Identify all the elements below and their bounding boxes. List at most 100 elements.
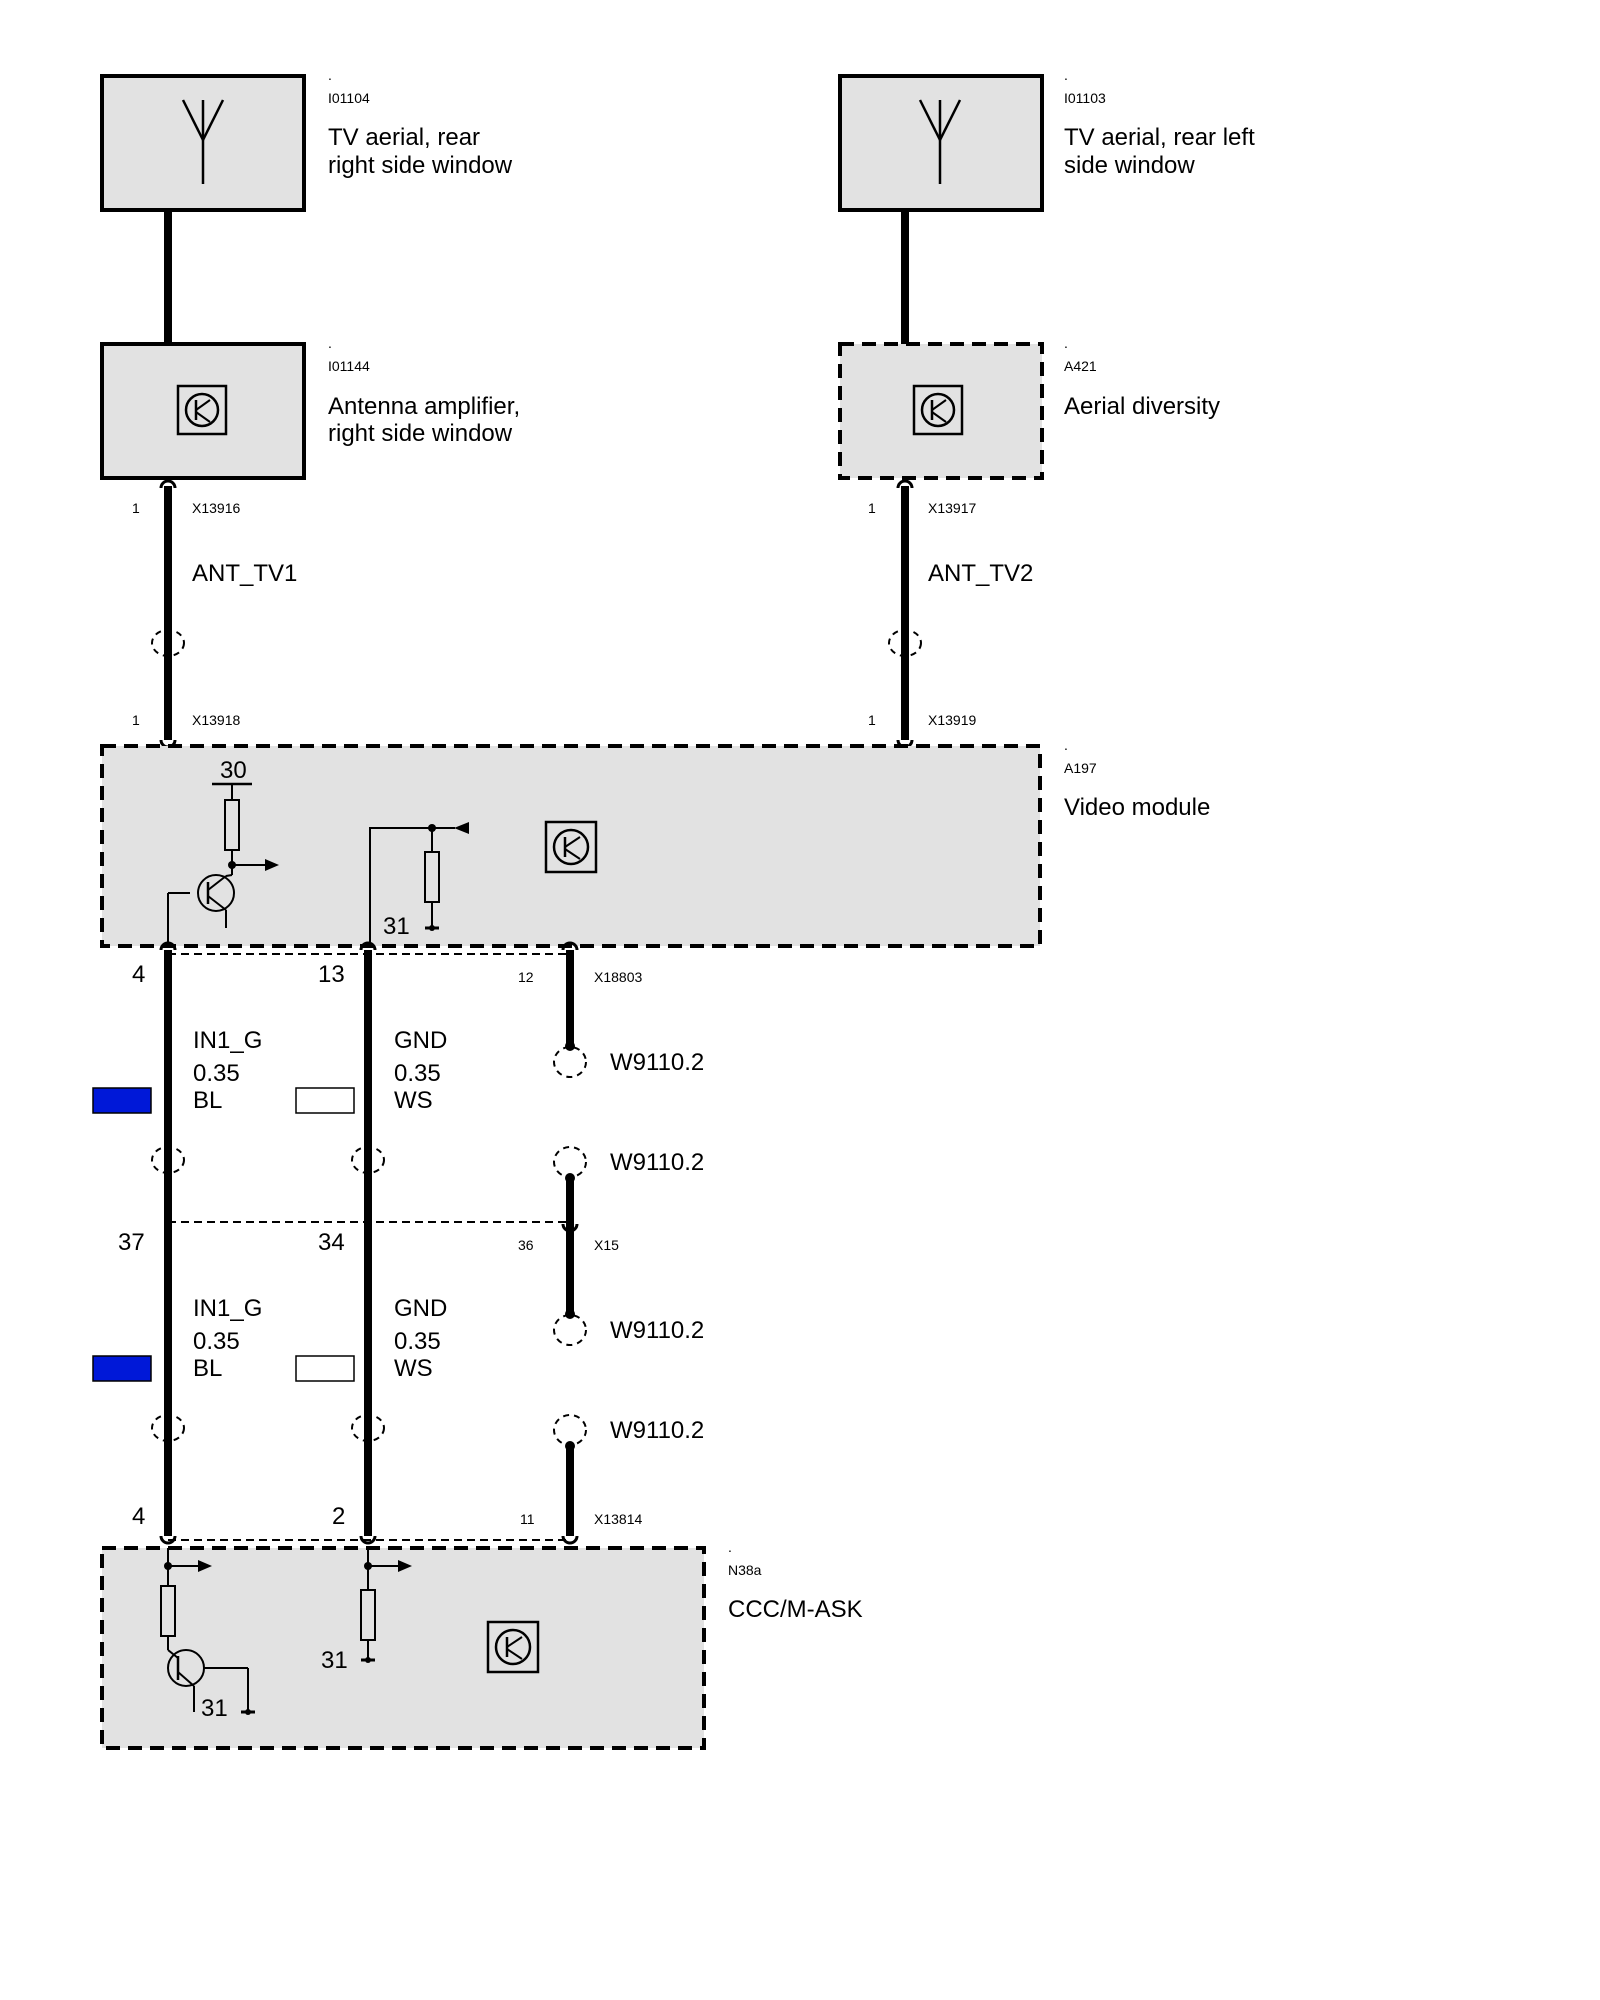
control-unit-icon [486,1620,540,1674]
upper-gnd-color: WS [394,1087,433,1114]
aerial-left-dot: . [1064,67,1068,83]
shield-label-3: W9110.2 [610,1317,704,1344]
ccc-name: CCC/M-ASK [728,1596,863,1623]
ccc-box[interactable] [100,1546,706,1750]
x13918-id: X13918 [192,712,240,728]
ccc-terminal-31-b: 31 [321,1647,348,1674]
aerial-left-name-line2: side window [1064,152,1195,179]
aerial-right-name-line1: TV aerial, rear [328,124,480,151]
amplifier-name-line2: right side window [328,420,513,447]
shield-break [351,1146,385,1174]
x13919-pin: 1 [868,712,876,728]
upper-in-color: BL [193,1087,222,1114]
wire-color-swatch-white [295,1087,355,1114]
lower-in-color: BL [193,1355,222,1382]
upper-gnd-signal: GND [394,1027,447,1054]
control-unit-icon [176,384,228,436]
lower-gnd-color: WS [394,1355,433,1382]
x13814-pin-c: 11 [520,1511,535,1527]
pin-arc [896,479,914,489]
x15-pin-c: 36 [518,1237,534,1253]
component-aerial-right: . I01104 TV aerial, rear right side wind… [100,67,513,212]
wire-ant-tv1-label: ANT_TV1 [192,560,297,587]
wire-label-lower-gnd: GND 0.35 WS [295,1295,447,1382]
upper-in-signal: IN1_G [193,1027,262,1054]
pin-arc [159,479,177,489]
ccc-dot: . [728,1539,732,1555]
video-module-terminal-31: 31 [383,913,410,940]
component-amplifier: . I01144 Antenna amplifier, right side w… [100,335,520,480]
x18803-pin-c: 12 [518,969,534,985]
shield-break [351,1414,385,1442]
antenna-icon [918,99,962,184]
diversity-id: A421 [1064,358,1097,374]
connector-x18803: 4 13 12 X18803 [132,953,642,988]
ground-dot [429,925,435,931]
shield-break [151,1146,185,1174]
x13814-pin-a: 4 [132,1503,145,1530]
wire-in1-g-column [151,941,185,1545]
video-module-circuit [167,782,469,946]
lower-in-signal: IN1_G [193,1295,262,1322]
diversity-dot: . [1064,335,1068,351]
x13916-pin: 1 [132,500,140,516]
aerial-left-id: I01103 [1064,90,1106,106]
wire-color-swatch-white [295,1355,355,1382]
x13917-pin: 1 [868,500,876,516]
x15-pin-a: 37 [118,1229,145,1256]
junction-dot [228,861,236,869]
diversity-name: Aerial diversity [1064,393,1220,420]
x13917-id: X13917 [928,500,976,516]
x15-pin-b: 34 [318,1229,345,1256]
component-diversity: . A421 Aerial diversity [838,335,1220,480]
aerial-left-name-line1: TV aerial, rear left [1064,124,1255,151]
wire-ant-tv2-label: ANT_TV2 [928,560,1033,587]
component-ccc: 31 31 . N38a CCC/M-ASK [100,1539,863,1750]
arrow-icon [398,1560,412,1572]
aerial-right-dot: . [328,67,332,83]
component-video-module: 30 31 . A197 Video module [100,737,1210,948]
ccc-id: N38a [728,1562,762,1578]
wire-label-upper-gnd: GND 0.35 WS [295,1027,447,1114]
junction-dot [364,1562,372,1570]
x13918-pin: 1 [132,712,140,728]
ground-dot [245,1709,251,1715]
wire-ant-tv2-group: 1 X13917 ANT_TV2 1 X13919 [868,479,1033,749]
video-module-dot: . [1064,737,1068,753]
shield-label-2: W9110.2 [610,1149,704,1176]
wire-label-lower-in1: IN1_G 0.35 BL [92,1295,262,1382]
junction-dot [428,824,436,832]
connector-x13814: 4 2 11 X13814 [132,1503,642,1541]
x15-id: X15 [594,1237,619,1253]
wire-color-swatch-blue [92,1355,152,1382]
control-unit-icon [912,384,964,436]
shield-end [553,1046,587,1078]
shield-wire-column: W9110.2 W9110.2 W9110.2 W9110.2 [553,941,704,1545]
amplifier-name-line1: Antenna amplifier, [328,393,520,420]
lower-in-gauge: 0.35 [193,1328,240,1355]
lower-gnd-gauge: 0.35 [394,1328,441,1355]
x18803-id: X18803 [594,969,642,985]
ccc-terminal-31-a: 31 [201,1695,228,1722]
video-module-box[interactable] [100,744,1042,948]
shield-end [553,1414,587,1446]
shield-label-1: W9110.2 [610,1049,704,1076]
video-module-terminal-30: 30 [220,757,247,784]
video-module-name: Video module [1064,794,1210,821]
amplifier-dot: . [328,335,332,351]
upper-in-gauge: 0.35 [193,1060,240,1087]
shield-end [553,1314,587,1346]
lower-gnd-signal: GND [394,1295,447,1322]
upper-gnd-gauge: 0.35 [394,1060,441,1087]
wire-color-swatch-blue [92,1087,152,1114]
component-aerial-left: . I01103 TV aerial, rear left side windo… [838,67,1255,212]
wire-label-upper-in1: IN1_G 0.35 BL [92,1027,262,1114]
x18803-pin-a: 4 [132,961,145,988]
control-unit-icon [544,820,598,874]
aerial-right-name-line2: right side window [328,152,513,179]
x13814-id: X13814 [594,1511,642,1527]
wire-gnd-column [351,941,385,1545]
shield-break [151,1414,185,1442]
x13814-pin-b: 2 [332,1503,345,1530]
video-module-id: A197 [1064,760,1097,776]
